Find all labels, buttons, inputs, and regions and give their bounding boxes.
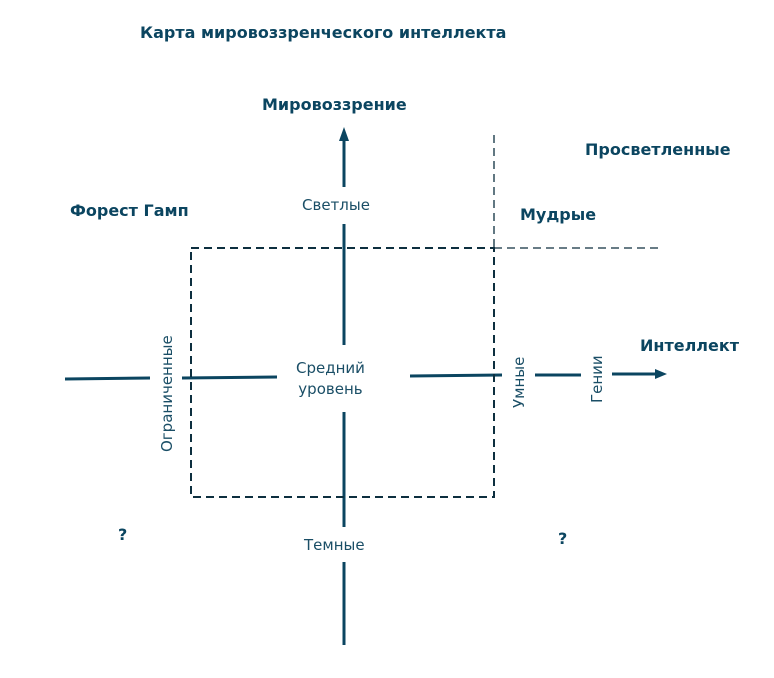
region-forrest-gump: Форест Гамп xyxy=(70,201,189,220)
x-axis-genius-label: Гении xyxy=(588,355,606,403)
x-axis-left-label: Ограниченные xyxy=(158,335,176,452)
region-enlightened: Просветленные xyxy=(585,140,731,159)
page-title: Карта мировоззренческого интеллекта xyxy=(140,23,507,42)
vertical-axis xyxy=(339,127,349,645)
y-axis-bottom-label: Темные xyxy=(304,536,365,554)
center-label-line1: Средний xyxy=(296,359,365,377)
arrow-up-icon xyxy=(339,127,349,141)
center-label: Средний уровень xyxy=(296,358,365,400)
y-axis-top-label: Светлые xyxy=(302,196,370,214)
average-zone-box xyxy=(190,247,495,498)
y-axis-title: Мировоззрение xyxy=(262,95,407,114)
x-axis-smart-label: Умные xyxy=(510,356,528,408)
arrow-right-icon xyxy=(655,369,667,379)
center-label-line2: уровень xyxy=(298,380,363,398)
region-wise: Мудрые xyxy=(520,205,597,224)
x-axis-title: Интеллект xyxy=(640,336,739,355)
horizontal-axis xyxy=(64,369,667,381)
region-bottom-right-unknown: ? xyxy=(558,529,568,548)
region-bottom-left-unknown: ? xyxy=(118,525,128,544)
